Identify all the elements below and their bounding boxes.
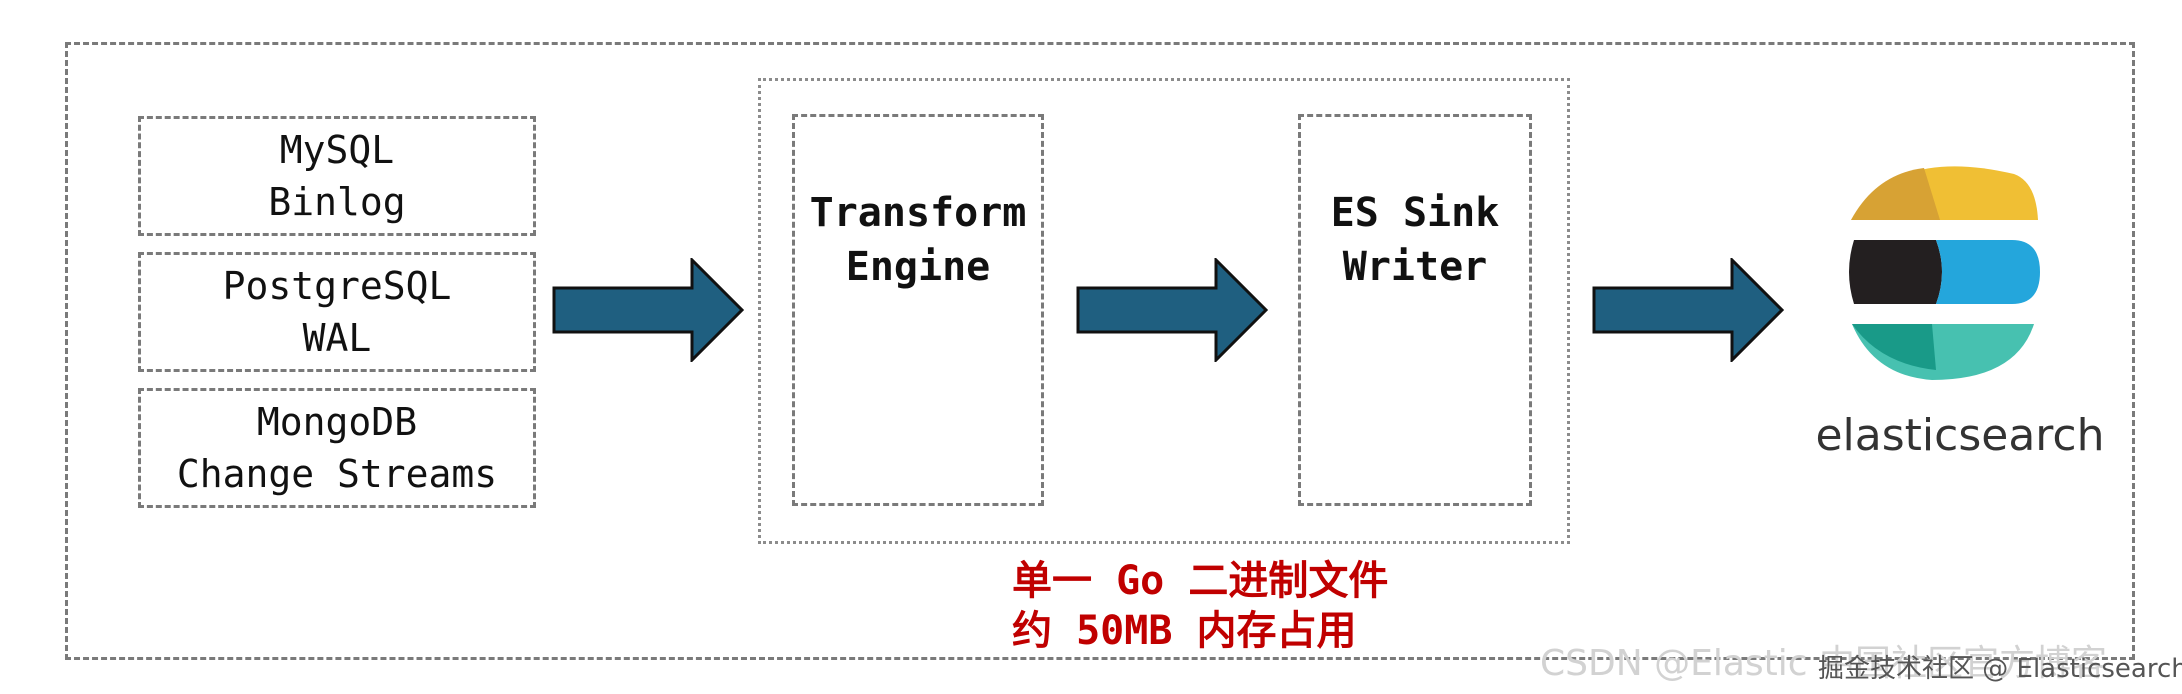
source-postgresql-wal: PostgreSQL WAL — [138, 252, 536, 372]
stage-transform-engine: Transform Engine — [792, 114, 1044, 506]
source-mysql-binlog: MySQL Binlog — [138, 116, 536, 236]
source-line1: MongoDB — [256, 400, 418, 444]
note-memory-usage: 约 50MB 内存占用 — [1012, 608, 1357, 654]
watermark-front: 掘金技术社区 @ Elasticsearch — [1818, 654, 2182, 684]
source-line2: Binlog — [268, 180, 406, 224]
stage-line2: Engine — [845, 244, 991, 290]
source-mongodb-change-streams: MongoDB Change Streams — [138, 388, 536, 508]
stage-line2: Writer — [1342, 244, 1488, 290]
outer-container — [65, 42, 2135, 660]
flow-arrow-icon — [552, 258, 744, 362]
source-line2: WAL — [302, 316, 372, 360]
elasticsearch-wordmark: elasticsearch — [1815, 410, 2105, 461]
elasticsearch-logo-icon — [1849, 166, 2040, 380]
stage-line1: ES Sink — [1330, 190, 1500, 236]
flow-arrow-icon — [1592, 258, 1784, 362]
note-single-binary: 单一 Go 二进制文件 — [1012, 558, 1389, 604]
stage-es-sink-writer: ES Sink Writer — [1298, 114, 1532, 506]
watermark-faint: CSDN @Elastic 中国社区官方博客 — [1540, 643, 2108, 684]
binary-container — [758, 78, 1570, 544]
source-line2: Change Streams — [176, 452, 498, 496]
stage-line1: Transform — [809, 190, 1027, 236]
source-line1: MySQL — [279, 128, 395, 172]
source-line1: PostgreSQL — [222, 264, 452, 308]
flow-arrow-icon — [1076, 258, 1268, 362]
